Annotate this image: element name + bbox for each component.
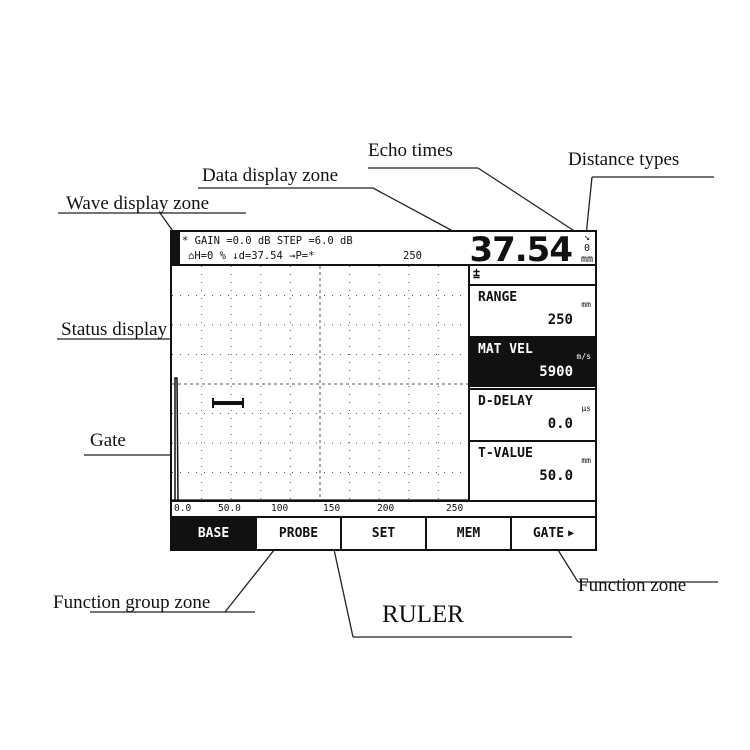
echo-times-row: ⩲ [470,266,595,284]
function-item-label: D-DELAY [478,394,533,409]
status-range: 250 [403,250,422,262]
leader-echo-times-pointer [477,167,583,237]
function-item-range[interactable]: RANGE mm 250 [470,284,595,335]
echo-times-icon: ⩲ [473,267,481,281]
ruler: 0.0 50.0 100 150 200 250 [172,502,595,516]
callout-function-zone: Function zone [578,575,687,596]
function-item-label: RANGE [478,290,518,305]
callout-echo-times: Echo times [368,140,453,161]
function-item-unit: µs [581,404,591,413]
wave-display-zone [172,266,468,502]
status-display-zone: * GAIN =0.0 dB STEP =6.0 dB ⌂H=0 % ↓d=37… [172,232,468,266]
distance-type-indicator: ↘ 0 mm [578,232,596,266]
callout-data-display-zone: Data display zone [202,165,339,186]
function-item-value: 50.0 [539,468,573,484]
callout-distance-types: Distance types [568,149,680,170]
ruler-tick-label: 0.0 [174,503,192,514]
ruler-tick-label: 100 [271,503,289,514]
ruler-tick-label: 150 [323,503,341,514]
function-item-t-value[interactable]: T-VALUE mm 50.0 [470,440,595,491]
tab-label: PROBE [278,526,319,541]
tab-label: BASE [197,526,230,541]
ruler-tick-label: 250 [446,503,464,514]
function-item-value: 250 [547,312,573,328]
wave-function-divider [468,266,470,502]
leader-data-display-pointer [372,187,463,237]
tab-probe[interactable]: PROBE [257,518,342,549]
callout-ruler: RULER [382,601,464,628]
function-item-value: 0.0 [547,416,573,432]
data-display-reading: 37.54 [469,230,573,270]
function-item-unit: m/s [576,352,591,361]
distance-type-unit: mm [580,254,594,265]
tab-set[interactable]: SET [342,518,427,549]
callout-function-group-zone: Function group zone [53,592,211,613]
function-item-label: MAT VEL [478,342,533,357]
leader-distance-types-pointer [585,176,593,237]
wave-grid [172,266,468,502]
tab-base[interactable]: BASE [172,518,257,549]
function-group-divider [172,516,595,518]
status-line-gain: * GAIN =0.0 dB STEP =6.0 dB [182,235,353,247]
chevron-right-icon[interactable]: ▶ [568,528,575,539]
initial-pulse [174,377,179,501]
callout-wave-display-zone: Wave display zone [66,193,210,214]
function-item-d-delay[interactable]: D-DELAY µs 0.0 [470,388,595,439]
function-item-value: 5900 [539,364,573,380]
tab-gate[interactable]: GATE▶ [512,518,595,549]
function-group-zone: BASE PROBE SET MEM GATE▶ [172,518,595,549]
tab-label: MEM [456,526,481,541]
distance-type-value: 0 [583,243,591,254]
ruler-top-divider [172,500,595,502]
function-item-unit: mm [581,300,591,309]
tab-label: SET [371,526,396,541]
distance-type-icon: ↘ [583,232,591,243]
battery-indicator [172,232,180,264]
callout-gate: Gate [90,430,126,451]
ruler-tick-label: 200 [377,503,395,514]
function-item-unit: mm [581,456,591,465]
status-line-measurements: ⌂H=0 % ↓d=37.54 →P=* [188,250,315,262]
flaw-detector-screen: * GAIN =0.0 dB STEP =6.0 dB ⌂H=0 % ↓d=37… [170,230,597,551]
header-divider [172,264,595,266]
ruler-tick-label: 50.0 [218,503,241,514]
tab-label: GATE [532,526,565,541]
function-item-mat-vel[interactable]: MAT VEL m/s 5900 [470,336,595,387]
function-item-label: T-VALUE [478,446,533,461]
function-zone: ⩲ RANGE mm 250 MAT VEL m/s 5900 D-DELAY … [470,266,595,502]
tab-mem[interactable]: MEM [427,518,512,549]
